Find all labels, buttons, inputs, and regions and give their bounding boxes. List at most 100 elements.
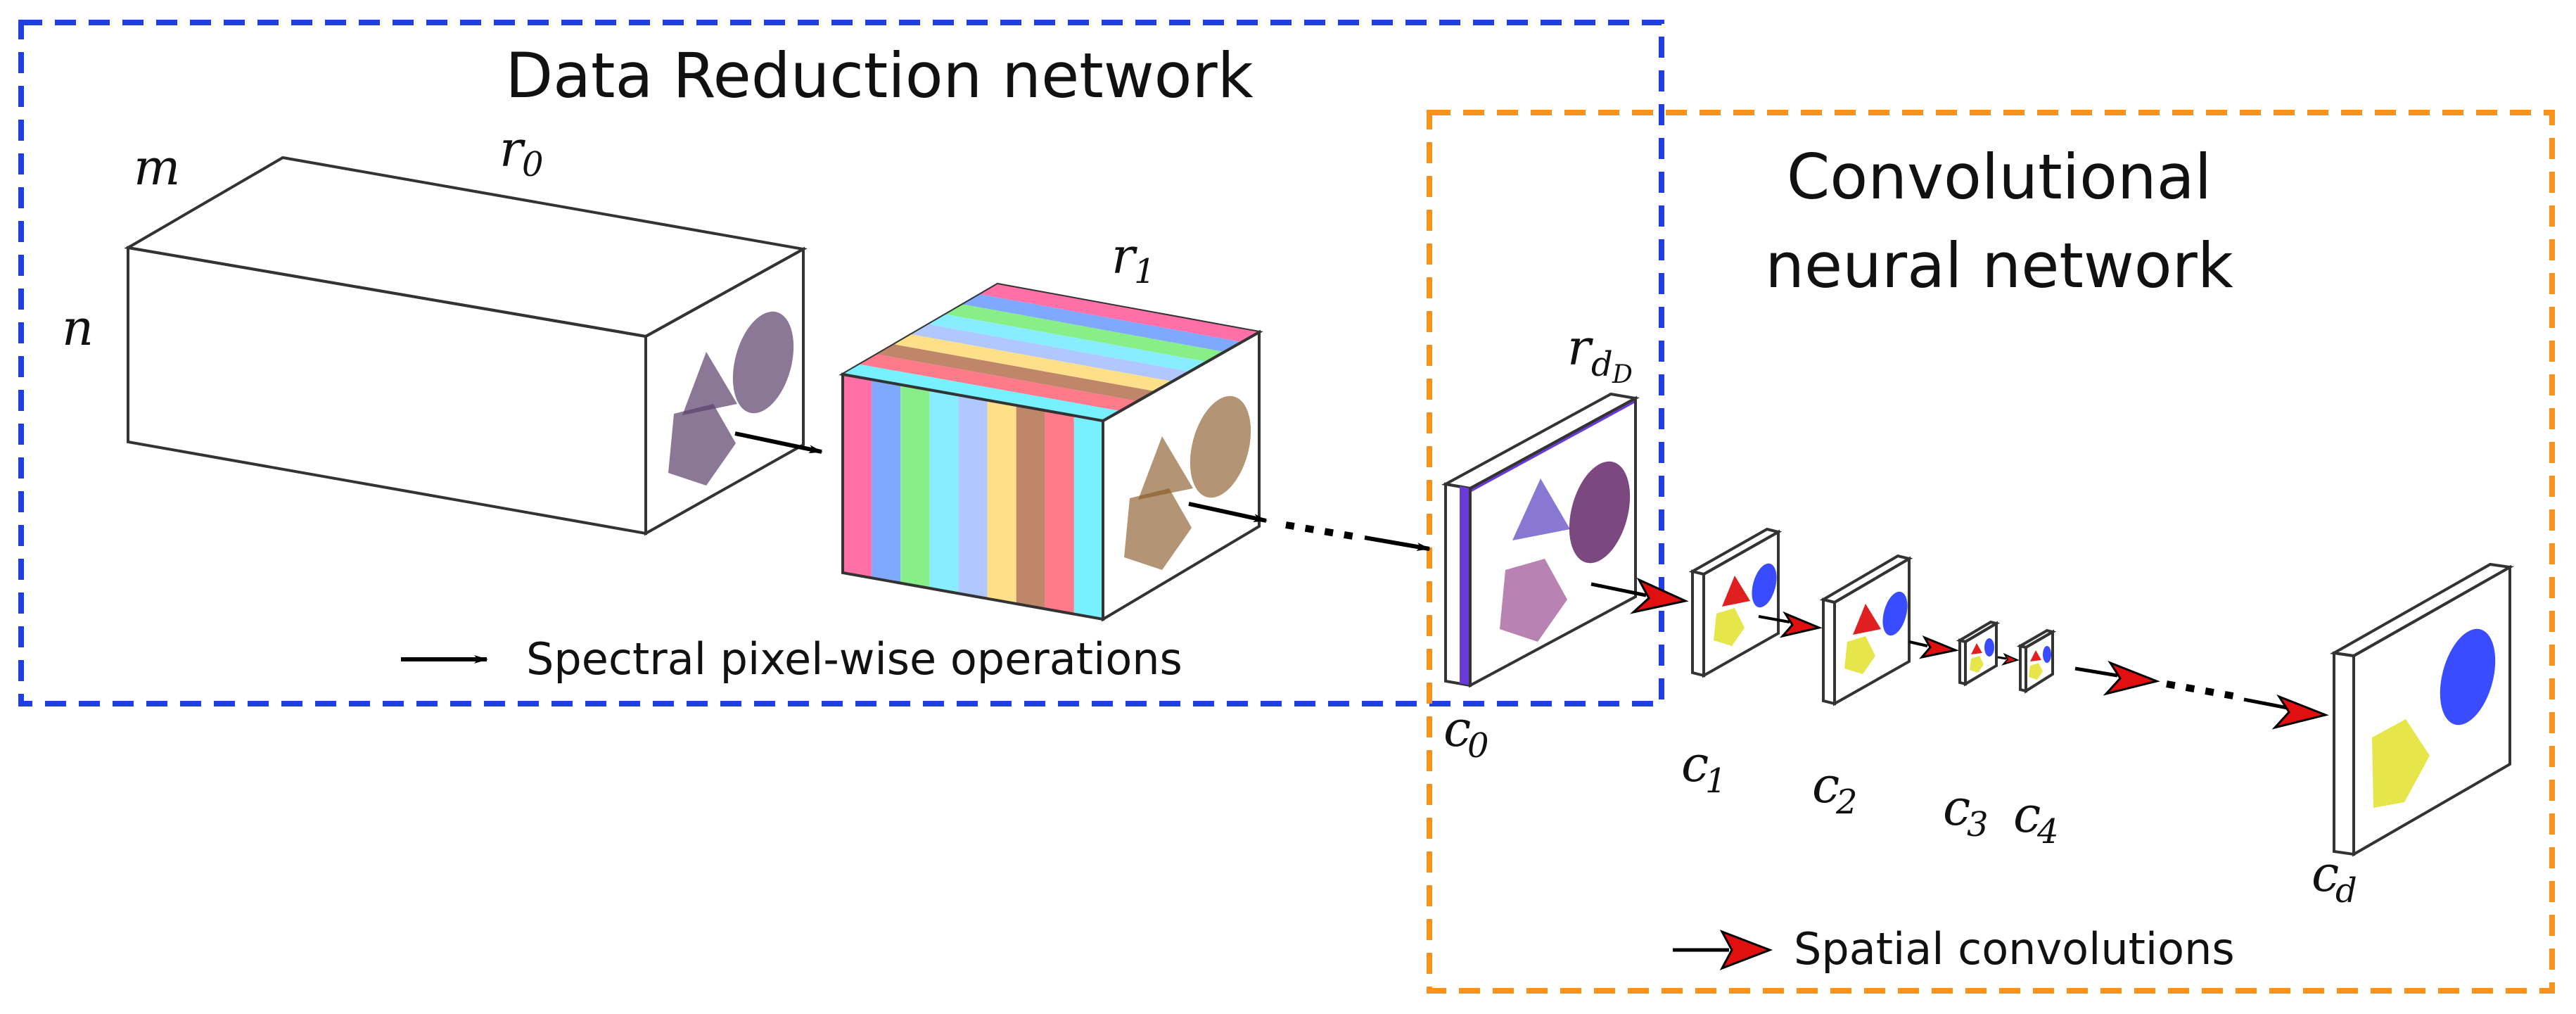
cube-top-face [124, 156, 808, 338]
triangle-shape [682, 352, 737, 415]
c0-front-stripe [1460, 486, 1470, 685]
spatial-legend-label: Spatial convolutions [1794, 923, 2235, 975]
spatial-legend-arrow [1719, 930, 1773, 970]
dim-rdD-label: r [1567, 319, 1593, 376]
cd-label: c [2312, 845, 2339, 903]
yellow-pentagon [1844, 636, 1875, 674]
yellow-pentagon [2372, 719, 2430, 808]
c1-front-face [1691, 569, 1705, 678]
spectral-arrow-1 [734, 431, 823, 454]
cd-front-face [2333, 651, 2355, 856]
c2-front-face [1822, 597, 1836, 706]
layer-cd [2329, 562, 2515, 857]
layer-c4 [2016, 628, 2057, 694]
yellow-pentagon [2029, 663, 2043, 680]
hyperspectral-cube [124, 156, 808, 536]
cd-side-face [2352, 564, 2511, 857]
c2-side-face [1833, 556, 1911, 706]
ellipse-shape [732, 311, 794, 414]
spatial-arrow-3 [1908, 635, 1960, 659]
top-stripe [929, 314, 1207, 372]
top-stripe [843, 364, 1121, 421]
spatial-arrow-2 [1758, 611, 1823, 638]
dim-rdD-sub: d [1591, 345, 1613, 384]
reduced-cube [839, 282, 1263, 622]
spatial-dots [2166, 680, 2238, 700]
c1-side-face [1702, 529, 1780, 678]
c3-label: c [1943, 779, 1970, 837]
layer-c0 [1441, 392, 1640, 688]
blue-ellipse [2440, 628, 2496, 725]
c2-sub: 2 [1835, 782, 1858, 822]
spatial-arrow-1 [1590, 577, 1689, 614]
spatial-arrows [1590, 577, 2329, 730]
top-stripe [911, 324, 1190, 381]
c4-side-face [2025, 629, 2054, 694]
top-stripe [894, 334, 1173, 391]
front-stripe [872, 379, 901, 583]
front-stripe [843, 374, 872, 578]
top-stripe [876, 344, 1155, 401]
blue-ellipse [1984, 638, 1994, 657]
dim-r1-label: r [1111, 227, 1137, 285]
cube-front-face [127, 246, 647, 535]
pentagon-shape [1500, 559, 1567, 642]
spectral-dots [1285, 521, 1362, 541]
front-stripe [929, 390, 959, 594]
front-stripe [987, 400, 1016, 604]
c0-side-face [1469, 395, 1637, 688]
c3-sub: 3 [1967, 805, 1989, 844]
cnn-frame [1427, 110, 2555, 994]
top-stripe [963, 294, 1242, 352]
red-triangle [1722, 576, 1750, 607]
data-reduction-frame [18, 20, 1664, 706]
spatial-legend: Spatial convolutions [1673, 923, 2235, 975]
cnn-title-line2: neural network [1765, 229, 2233, 302]
front-stripe [1045, 410, 1074, 614]
front-stripe [1016, 405, 1045, 609]
top-stripe [860, 354, 1138, 411]
spatial-arrow-4 [1997, 652, 2020, 666]
c3-side-face [1964, 621, 1998, 687]
spectral-legend: Spectral pixel-wise operations [401, 633, 1182, 685]
front-stripe [1073, 415, 1103, 619]
c2-label: c [1812, 756, 1839, 814]
spectral-legend-label: Spectral pixel-wise operations [526, 633, 1182, 685]
blue-ellipse [1752, 563, 1777, 608]
front-stripe [958, 395, 988, 599]
c4-label: c [2013, 786, 2041, 844]
c4-top-face [2016, 628, 2057, 649]
top-stripe [980, 284, 1259, 342]
dim-r0-sub: 0 [522, 145, 544, 184]
dim-r1-sub: 1 [1134, 252, 1156, 291]
red-triangle [2030, 650, 2041, 661]
pentagon-shape [668, 404, 736, 486]
front-stripe [900, 384, 930, 588]
pentagon-shape [1124, 488, 1192, 570]
c0-label: c [1443, 700, 1471, 758]
cd-sub: d [2335, 871, 2357, 911]
dim-n-label: n [62, 299, 94, 357]
ellipse-shape [1190, 395, 1251, 498]
cube-side-face [644, 246, 805, 536]
reduced-cube-side-face [1102, 329, 1261, 622]
triangle-shape [1512, 479, 1570, 540]
layer-c3 [1956, 620, 2001, 687]
spectral-arrow-3 [1364, 535, 1431, 551]
top-stripe [945, 304, 1225, 362]
yellow-pentagon [1714, 608, 1745, 646]
dim-r0-label: r [499, 120, 525, 178]
dim-rdD-subsub: D [1612, 360, 1633, 389]
red-triangle [1853, 604, 1881, 635]
layer-c1 [1688, 527, 1783, 678]
spectral-arrow-2 [1188, 502, 1268, 523]
dim-m-label: m [134, 139, 180, 196]
c0-sub: 0 [1467, 726, 1489, 766]
c4-sub: 4 [2036, 812, 2059, 851]
spatial-arrow-5 [2074, 660, 2160, 696]
c1-label: c [1681, 735, 1709, 793]
reduced-front-stripes [843, 374, 1103, 619]
blue-ellipse [1882, 591, 1908, 636]
layer-c2 [1819, 554, 1913, 706]
